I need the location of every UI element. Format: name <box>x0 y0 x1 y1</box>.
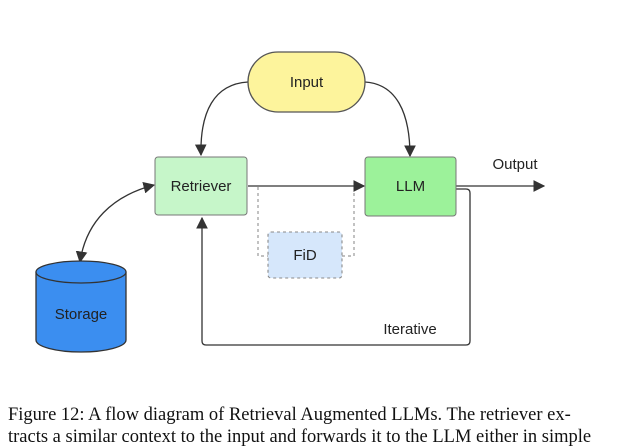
llm-node: LLM <box>364 156 457 217</box>
fid-connectors <box>257 187 355 257</box>
storage-label: Storage <box>55 306 108 323</box>
input-label: Input <box>290 74 324 91</box>
edge-input-to-llm <box>364 81 416 158</box>
fid-node: FiD <box>267 231 343 279</box>
edge-iterative-loop <box>196 188 471 346</box>
retriever-node: Retriever <box>154 156 248 216</box>
retriever-label: Retriever <box>171 178 232 195</box>
caption-line-1: Figure 12: A flow diagram of Retrieval A… <box>8 405 571 425</box>
storage-node: Storage <box>35 260 127 353</box>
figure-caption: Figure 12: A flow diagram of Retrieval A… <box>8 404 634 448</box>
edges <box>75 81 546 346</box>
input-node: Input <box>247 51 366 113</box>
caption-line-2: tracts a similar context to the input an… <box>8 427 592 447</box>
llm-label: LLM <box>396 178 425 195</box>
fid-label: FiD <box>293 247 316 264</box>
edge-input-to-retriever <box>194 81 249 157</box>
edge-fid-to-llm <box>342 190 355 257</box>
edge-storage-retriever <box>75 182 156 264</box>
output-label: Output <box>492 156 538 173</box>
edge-retriever-to-fid <box>257 187 268 257</box>
storage-cylinder-top <box>35 260 127 284</box>
storage-cylinder-body <box>35 272 127 353</box>
iterative-label: Iterative <box>383 321 436 338</box>
